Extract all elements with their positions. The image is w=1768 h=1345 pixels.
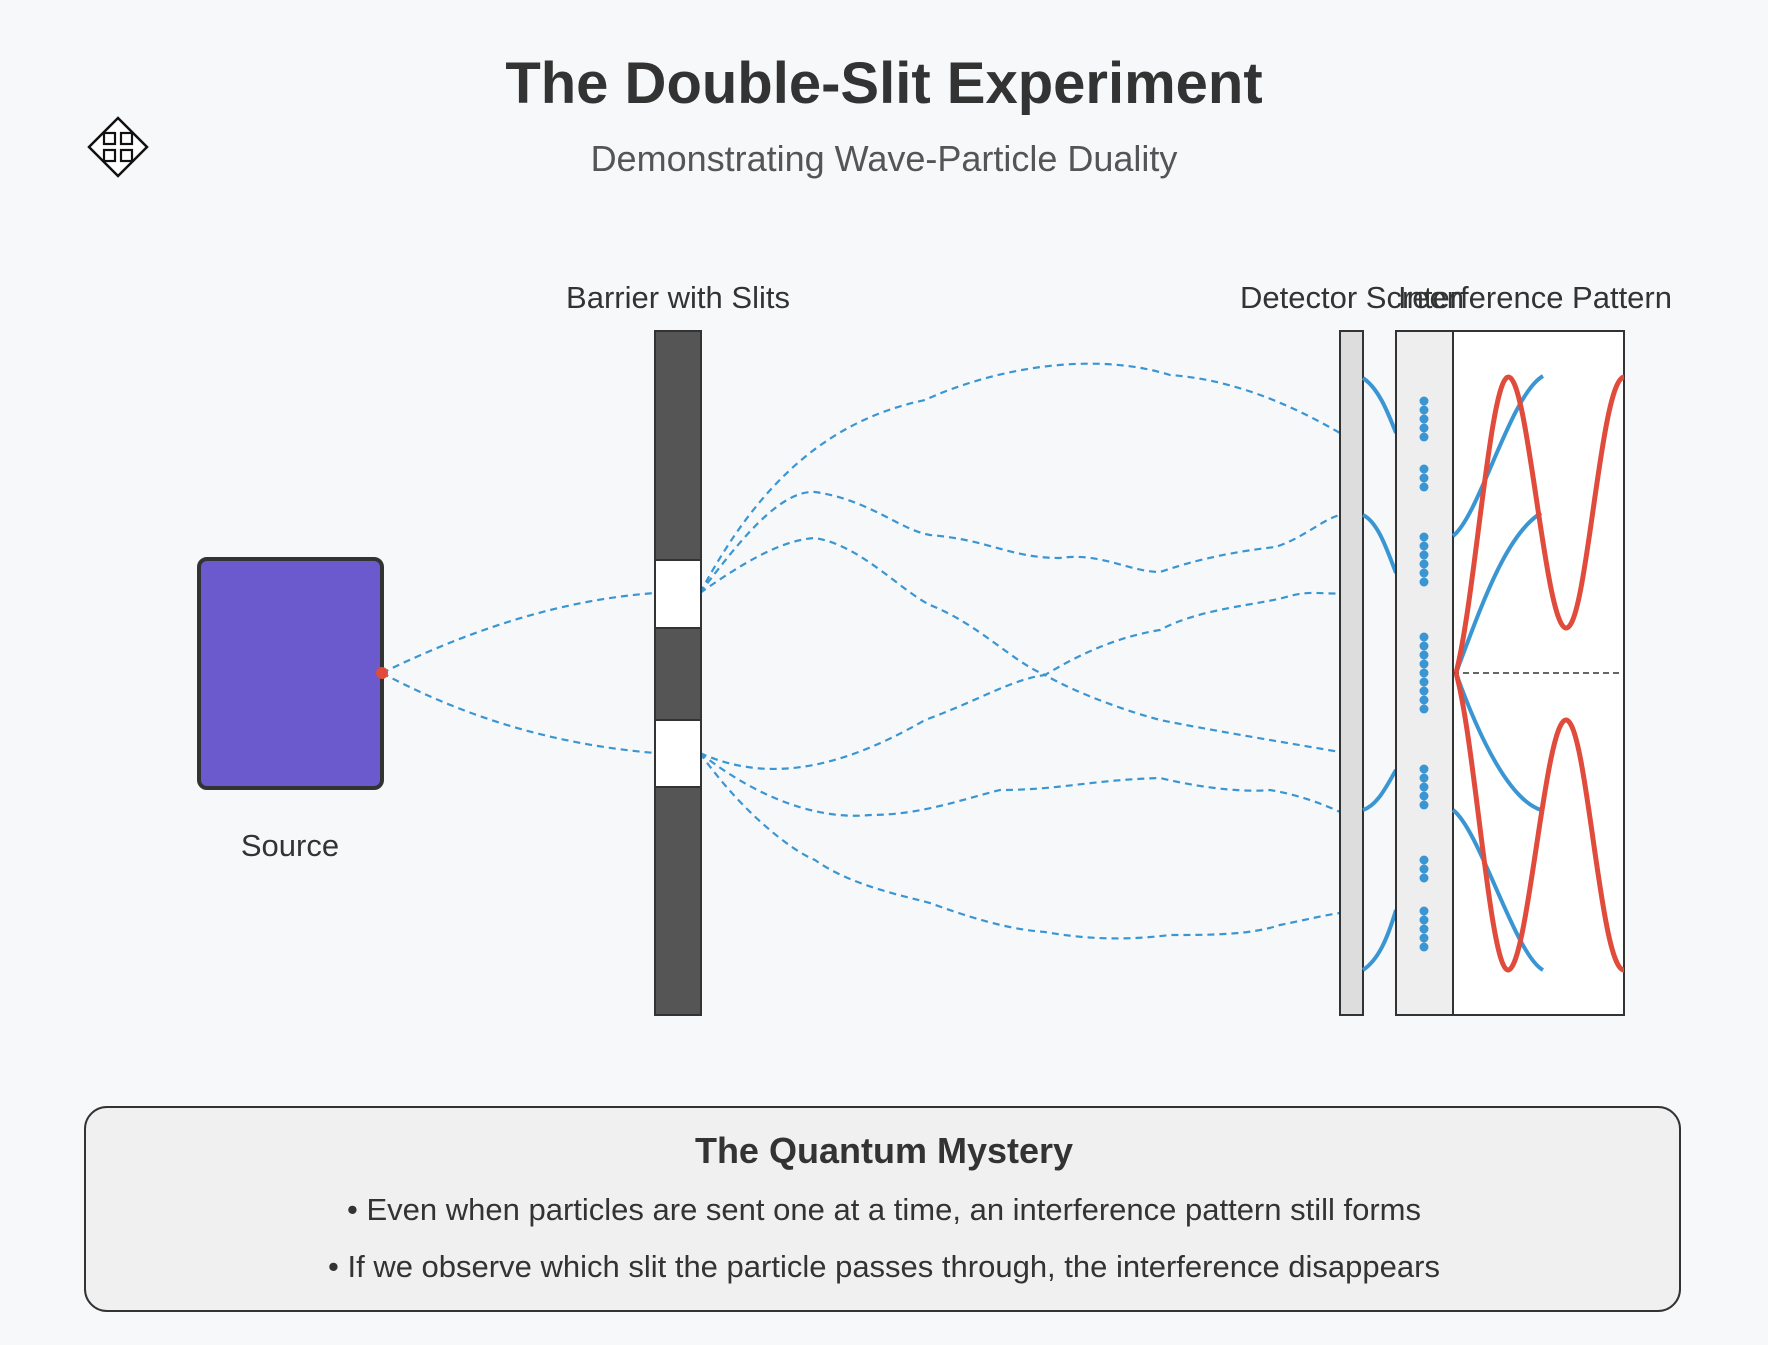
- particle-hit-dot: [1419, 942, 1429, 952]
- source-label: Source: [241, 828, 339, 863]
- particle-hit-dot: [1419, 791, 1429, 801]
- barrier-label: Barrier with Slits: [566, 280, 790, 315]
- info-bullet: • If we observe which slit the particle …: [328, 1249, 1440, 1284]
- particle-hit-dot: [1419, 423, 1429, 433]
- particle-hit-dot: [1419, 577, 1429, 587]
- particle-hit-dot: [1419, 915, 1429, 925]
- page-title: The Double-Slit Experiment: [505, 51, 1262, 116]
- particle-hit-dot: [1419, 695, 1429, 705]
- particle-hit-dot: [1419, 677, 1429, 687]
- info-bullet: • Even when particles are sent one at a …: [347, 1192, 1421, 1227]
- particle-hit-dot: [1419, 686, 1429, 696]
- particle-hit-dot: [1419, 482, 1429, 492]
- particle-hit-dot: [1419, 641, 1429, 651]
- particle-hit-dot: [1419, 532, 1429, 542]
- particle-hit-dot: [1419, 933, 1429, 943]
- ray-top-2: [699, 490, 1341, 594]
- particle-hit-dot: [1419, 414, 1429, 424]
- ray-bottom-3: [699, 752, 1341, 940]
- particle-hit-dot: [1419, 924, 1429, 934]
- particle-hits: [1419, 396, 1429, 952]
- particle-hit-dot: [1419, 873, 1429, 883]
- light-source: [197, 557, 384, 790]
- pattern-red-waves: [1453, 374, 1626, 973]
- ray-top-3: [699, 536, 1341, 677]
- ray-bottom-2: [699, 752, 1341, 817]
- lower-slit: [654, 719, 702, 788]
- particle-hit-dot: [1419, 855, 1429, 865]
- detector-label: Detector Screen: [1240, 280, 1464, 315]
- ray-source-lower: [381, 672, 656, 755]
- particle-hit-dot: [1419, 405, 1429, 415]
- ray-source-upper: [381, 591, 656, 674]
- detector-waves: [1361, 376, 1398, 972]
- diffraction-rays: [699, 362, 1341, 940]
- pattern-label: Interference Pattern: [1398, 280, 1672, 315]
- particle-hit-dot: [1419, 704, 1429, 714]
- move-icon[interactable]: [87, 116, 149, 178]
- particle-hit-dot: [1419, 432, 1429, 442]
- emitter-dot: [376, 667, 388, 679]
- ray-bottom-1: [699, 673, 1341, 771]
- page-subtitle: Demonstrating Wave-Particle Duality: [591, 138, 1178, 179]
- particle-hit-dot: [1419, 396, 1429, 406]
- source-rays: [381, 591, 656, 755]
- info-box: [84, 1106, 1681, 1312]
- particle-hit-dot: [1419, 773, 1429, 783]
- particle-hit-dot: [1419, 800, 1429, 810]
- barrier: [654, 330, 702, 1016]
- particle-hit-dot: [1419, 668, 1429, 678]
- particle-hit-dot: [1419, 473, 1429, 483]
- upper-slit: [654, 559, 702, 629]
- info-box-title: The Quantum Mystery: [695, 1130, 1073, 1171]
- particle-hit-dot: [1419, 568, 1429, 578]
- particle-hit-dot: [1419, 659, 1429, 669]
- particle-hit-dot: [1419, 541, 1429, 551]
- particle-hit-dot: [1419, 782, 1429, 792]
- particle-hit-dot: [1419, 632, 1429, 642]
- particle-hit-dot: [1419, 906, 1429, 916]
- ray-top-1: [699, 362, 1341, 594]
- particle-hit-dot: [1419, 764, 1429, 774]
- particle-hit-dot: [1419, 464, 1429, 474]
- pattern-blue-waves: [1451, 374, 1545, 972]
- detector-screen: [1339, 330, 1364, 1016]
- particle-hit-dot: [1419, 864, 1429, 874]
- particle-hit-dot: [1419, 650, 1429, 660]
- particle-hit-dot: [1419, 550, 1429, 560]
- particle-hit-dot: [1419, 559, 1429, 569]
